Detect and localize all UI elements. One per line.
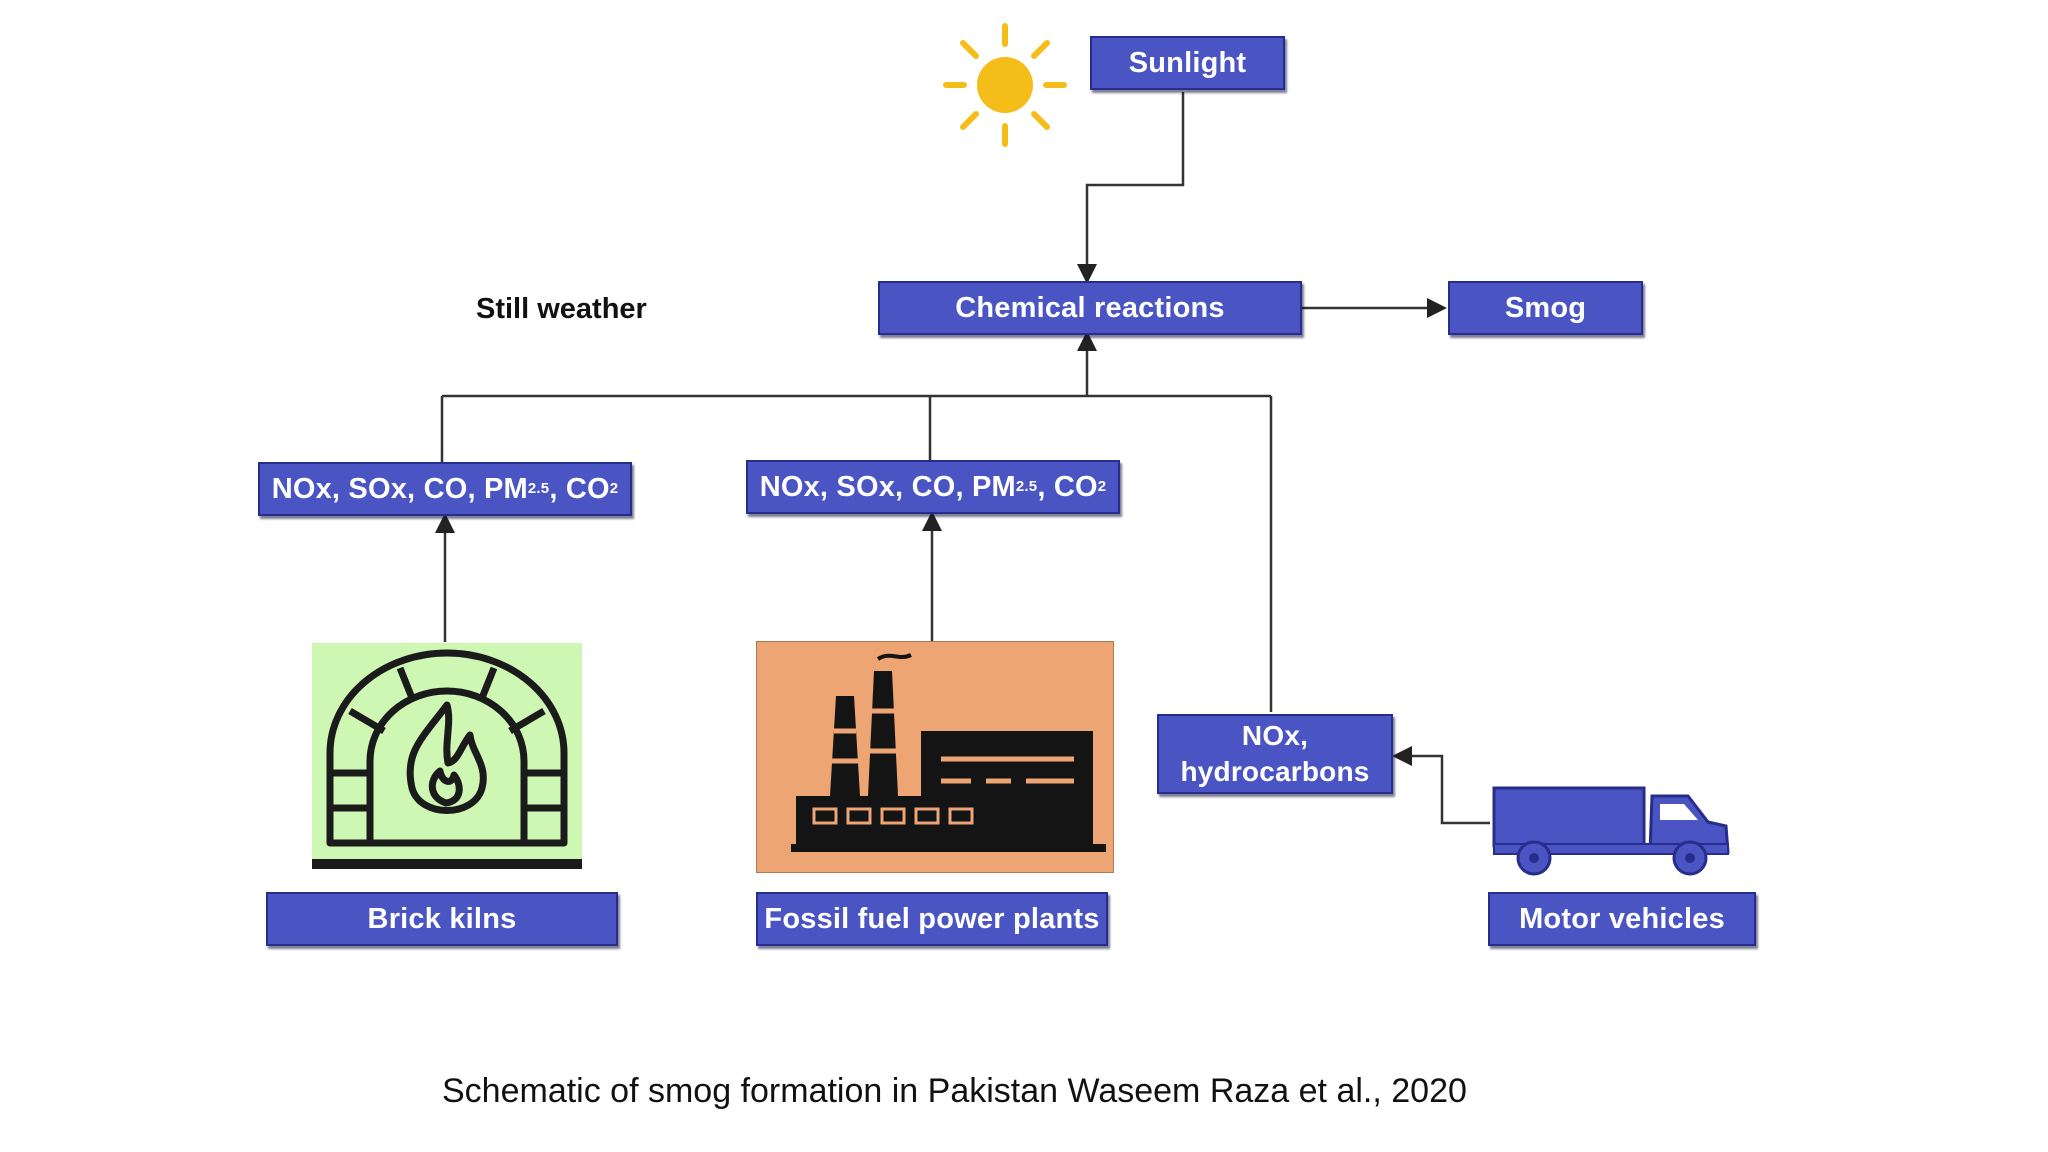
emissions-a-main: NOx, SOx, CO, PM <box>271 473 528 505</box>
emissions-a-sub1: 2.5 <box>527 480 550 497</box>
truck-icon <box>1492 786 1730 876</box>
brick-kiln-icon <box>312 643 582 869</box>
sunlight-box: Sunlight <box>1090 36 1285 90</box>
power-plants-box: Fossil fuel power plants <box>756 892 1108 946</box>
emissions-a-sub2: 2 <box>609 480 619 497</box>
nox-line: NOx, <box>1241 720 1309 751</box>
emissions-b-sub1: 2.5 <box>1015 478 1038 495</box>
emissions-a-sep: , CO <box>549 473 610 505</box>
chemical-reactions-box: Chemical reactions <box>878 281 1302 335</box>
emissions-b-main: NOx, SOx, CO, PM <box>759 471 1016 503</box>
arrow-truck-to-nox <box>1392 746 1490 825</box>
brick-kilns-box: Brick kilns <box>266 892 618 946</box>
power-plant-icon <box>756 641 1114 873</box>
motor-vehicles-box: Motor vehicles <box>1488 892 1756 946</box>
emissions-b-sub2: 2 <box>1097 478 1107 495</box>
arrow-sunlight-to-reactions <box>1077 92 1185 284</box>
hydrocarbons-line: hydrocarbons <box>1180 756 1370 787</box>
sun-icon <box>943 23 1067 147</box>
smog-box: Smog <box>1448 281 1643 335</box>
nox-hydrocarbons-box: NOx, hydrocarbons <box>1157 714 1393 794</box>
emissions-b-sep: , CO <box>1037 471 1098 503</box>
caption: Schematic of smog formation in Pakistan … <box>442 1072 1467 1110</box>
still-weather-label: Still weather <box>476 293 647 325</box>
